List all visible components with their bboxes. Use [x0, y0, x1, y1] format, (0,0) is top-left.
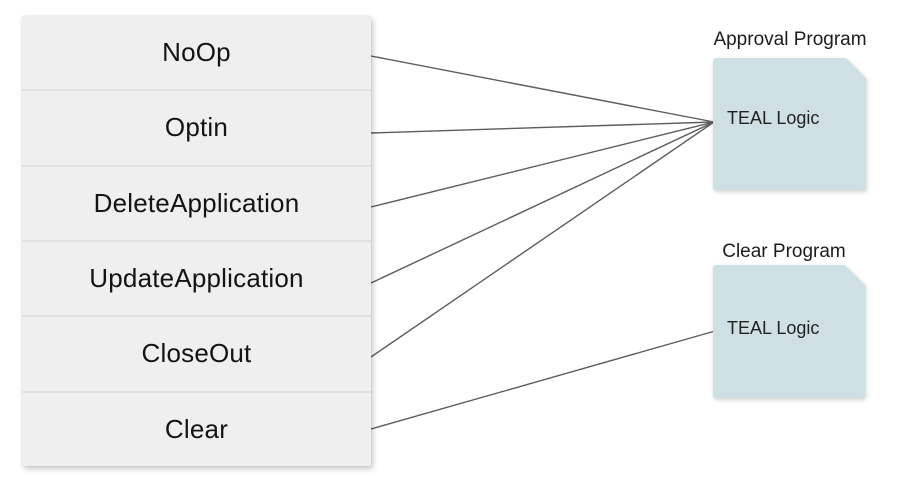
table-row-clear: Clear	[22, 390, 371, 466]
table-row-label: NoOp	[162, 37, 231, 68]
table-row-label: Clear	[164, 413, 229, 444]
clear-program-document-shape	[713, 265, 865, 398]
connector-updateapplication-approval	[370, 121, 715, 284]
table-row-label: Optin	[164, 112, 229, 143]
table-row-noop: NoOp	[22, 16, 371, 89]
approval-program-title: Approval Program	[713, 29, 867, 50]
connector-closeout-approval	[370, 121, 715, 358]
connector-optin-approval	[370, 121, 715, 134]
connector-deleteapplication-approval	[370, 121, 715, 208]
table-row-optin: Optin	[22, 89, 371, 164]
connector-noop-approval	[370, 55, 715, 123]
clear-program-title: Clear Program	[722, 241, 846, 262]
table-row-label: UpdateApplication	[89, 263, 304, 294]
table-row-closeout: CloseOut	[22, 315, 371, 390]
application-call-types-table: NoOp Optin DeleteApplication UpdateAppli…	[22, 16, 371, 466]
connector-clear-clearprogram	[370, 330, 716, 430]
table-row-deleteapplication: DeleteApplication	[22, 164, 371, 240]
table-row-updateapplication: UpdateApplication	[22, 239, 371, 315]
table-row-label: DeleteApplication	[93, 187, 300, 218]
table-row-label: CloseOut	[141, 338, 252, 369]
approval-program-body-text: TEAL Logic	[727, 108, 820, 128]
clear-program-body-text: TEAL Logic	[727, 318, 820, 338]
approval-program-document-shape	[713, 58, 866, 190]
